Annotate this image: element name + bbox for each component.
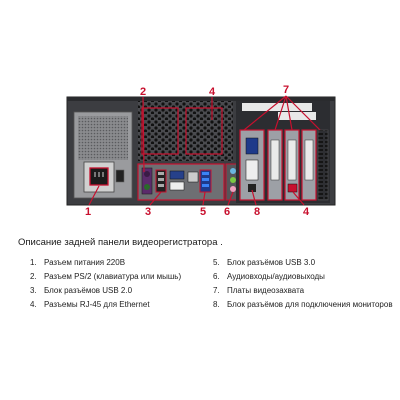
power-switch (115, 169, 125, 183)
callout-line-6 (227, 191, 234, 206)
callout-line-5 (202, 191, 206, 206)
callout-line-7 (285, 95, 321, 131)
label-sticker (278, 112, 316, 120)
rear-panel-diagram: 1 2 3 4 5 6 8 4 7 (66, 84, 336, 218)
callout-line-7 (243, 95, 287, 131)
psu-grille (78, 116, 128, 160)
legend-list-right: 5.Блок разъёмов USB 3.0 6.Аудиовходы/ауд… (213, 256, 393, 312)
chassis-top-edge (67, 97, 335, 101)
fan-frame-right (185, 107, 223, 155)
ps2-port (141, 167, 153, 195)
callout-number: 8 (254, 206, 260, 218)
legend-item: 5.Блок разъёмов USB 3.0 (213, 258, 316, 267)
audio-jack (230, 168, 236, 174)
rj45-onboard (187, 171, 199, 183)
audio-jack (230, 186, 236, 192)
callout-number: 3 (145, 206, 151, 218)
legend-item: 3.Блок разъёмов USB 2.0 (30, 286, 133, 295)
legend-list-left: 1.Разъем питания 220В 2.Разъем PS/2 (кла… (30, 256, 181, 312)
callout-line-7 (274, 95, 287, 131)
callout-number: 7 (283, 84, 289, 96)
callout-number: 5 (200, 206, 206, 218)
callout-line-8 (251, 189, 257, 206)
legend-item: 4.Разъемы RJ-45 для Ethernet (30, 300, 150, 309)
callout-line-1 (88, 185, 100, 206)
callout-number: 4 (303, 206, 310, 218)
legend-item: 7.Платы видеозахвата (213, 286, 305, 295)
fan-frame-left (141, 107, 179, 155)
callout-line-2 (142, 96, 145, 173)
blank-slot (317, 129, 329, 201)
label-sticker (242, 103, 312, 111)
callout-number: 4 (209, 86, 216, 98)
callout-line-7 (285, 95, 293, 131)
audio-jack (230, 177, 236, 183)
callout-number: 6 (224, 206, 230, 218)
legend-item: 8.Блок разъёмов для подключения мониторо… (213, 300, 393, 309)
legend-item: 1.Разъем питания 220В (30, 258, 126, 267)
callout-number: 2 (140, 86, 146, 98)
callout-number: 1 (85, 206, 91, 218)
legend-item: 6.Аудиовходы/аудиовыходы (213, 272, 325, 281)
diagram-caption: Описание задней панели видеорегистратора… (18, 237, 223, 248)
legend-item: 2.Разъем PS/2 (клавиатура или мышь) (30, 272, 182, 281)
callout-line-3 (149, 191, 162, 206)
video-port-vga (169, 170, 185, 180)
callout-line-4-bottom (292, 191, 305, 206)
video-port-dvi (169, 181, 185, 191)
rj45-port (287, 183, 298, 193)
